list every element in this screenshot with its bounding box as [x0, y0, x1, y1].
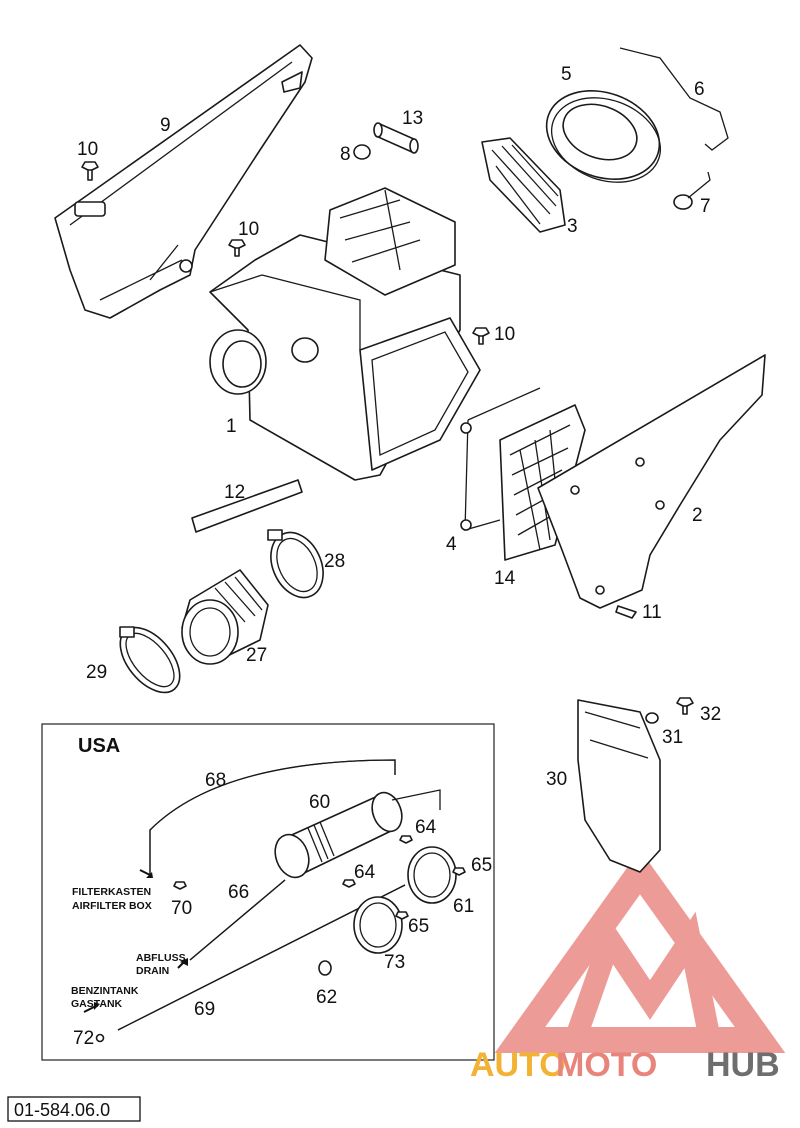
intake-boot-27: [181, 569, 269, 665]
label-65a: 65: [471, 855, 492, 876]
screw-10a: [81, 161, 99, 181]
hose-12: [191, 479, 303, 533]
filter-ring-5: [545, 90, 662, 183]
label-64b: 64: [354, 862, 376, 883]
spacer-sleeve-13: [373, 122, 419, 154]
note-filterkasten: FILTERKASTEN: [72, 886, 151, 898]
hose-clamp-28: [267, 529, 324, 599]
grommet-8: [353, 144, 371, 160]
label-65b: 65: [408, 916, 429, 937]
note-airfilter-box: AIRFILTER BOX: [72, 900, 152, 912]
note-abfluss: ABFLUSS: [136, 952, 186, 964]
automotohub-logo-icon: [494, 849, 786, 1053]
drawing-number-frame: [7, 1096, 141, 1122]
label-3: 3: [567, 216, 578, 237]
side-cover-left: [54, 44, 313, 319]
hose-clamp-29: [119, 626, 181, 694]
label-9: 9: [160, 115, 171, 136]
label-10b: 10: [238, 219, 259, 240]
watermark-moto: MOTO: [556, 1046, 657, 1084]
label-64a: 64: [415, 817, 437, 838]
note-benzintank: BENZINTANK: [71, 985, 139, 997]
label-27: 27: [246, 645, 267, 666]
label-30: 30: [546, 769, 567, 790]
note-gastank: GASTANK: [71, 998, 123, 1010]
mud-flap-30: [577, 699, 661, 873]
usa-box-title: USA: [78, 735, 120, 757]
label-14: 14: [494, 568, 516, 589]
label-11: 11: [642, 602, 662, 623]
screw-10b: [228, 239, 246, 257]
screw-11: [615, 605, 637, 619]
label-13: 13: [402, 108, 423, 129]
label-6: 6: [694, 79, 705, 100]
label-2: 2: [692, 505, 703, 526]
usa-box: [41, 723, 495, 1061]
automotohub-watermark: AUTO MOTO HUB: [470, 1046, 780, 1084]
label-28: 28: [324, 551, 345, 572]
label-61: 61: [453, 896, 474, 917]
label-70: 70: [171, 898, 192, 919]
label-60: 60: [309, 792, 330, 813]
label-73: 73: [384, 952, 405, 973]
label-69: 69: [194, 999, 215, 1020]
label-10c: 10: [494, 324, 515, 345]
label-1: 1: [226, 416, 237, 437]
gasket-4: [460, 387, 541, 531]
label-7: 7: [700, 196, 711, 217]
label-72: 72: [73, 1028, 94, 1049]
label-62: 62: [316, 987, 337, 1008]
label-12: 12: [224, 482, 245, 503]
label-8: 8: [340, 144, 351, 165]
airbox-1: [209, 187, 481, 481]
screw-32: [676, 697, 694, 715]
label-68: 68: [205, 770, 226, 791]
side-cover-right: [537, 354, 766, 609]
label-4: 4: [446, 534, 457, 555]
label-32: 32: [700, 704, 721, 725]
label-10a: 10: [77, 139, 98, 160]
drawing-number: 01-584.06.0: [14, 1100, 110, 1120]
label-5: 5: [561, 64, 572, 85]
wire-clip-6: [619, 47, 729, 151]
screw-10c: [472, 327, 490, 345]
label-66: 66: [228, 882, 249, 903]
label-29: 29: [86, 662, 107, 683]
filter-cage-3: [481, 137, 566, 233]
watermark-auto: AUTO: [470, 1046, 566, 1084]
note-drain: DRAIN: [136, 965, 169, 977]
watermark-hub: HUB: [706, 1046, 780, 1084]
washer-31: [645, 712, 659, 724]
label-31: 31: [662, 727, 683, 748]
bolt-7: [673, 171, 711, 210]
